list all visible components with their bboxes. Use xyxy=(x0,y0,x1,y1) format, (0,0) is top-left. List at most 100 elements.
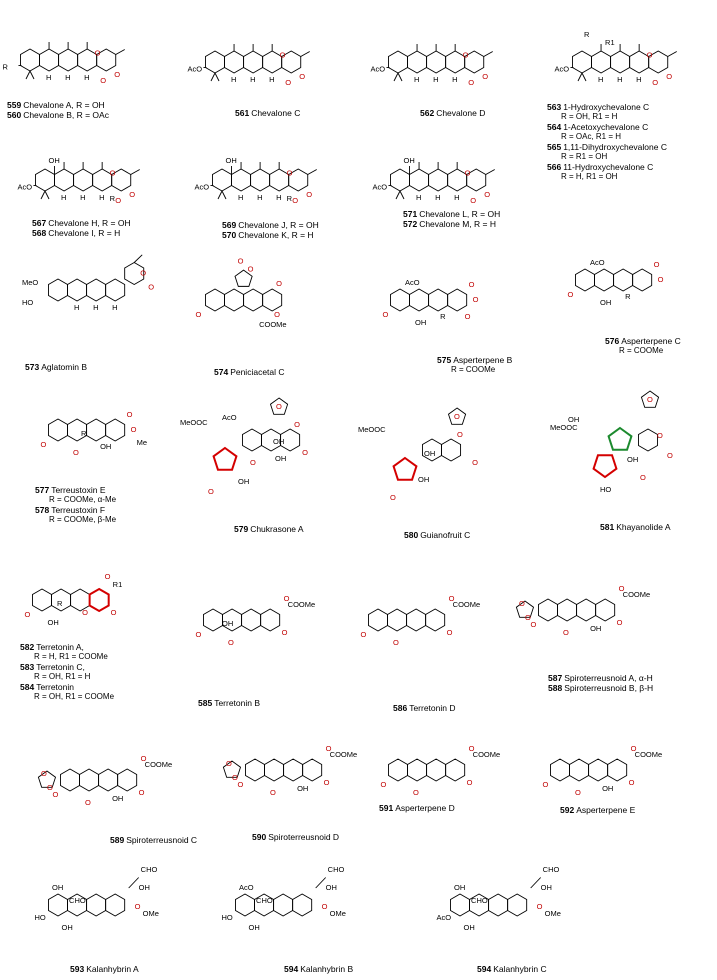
atom-label: HO xyxy=(22,298,33,307)
atom-label: O xyxy=(666,72,672,81)
atom-label: OH xyxy=(139,883,150,892)
compound-name: Chevalone I, R = H xyxy=(48,228,121,238)
compound-number: 569 xyxy=(222,220,237,230)
ring-bond xyxy=(280,428,301,452)
atom-label: H xyxy=(414,75,419,84)
ring-bond xyxy=(86,278,107,302)
compound-name: Aglatomin B xyxy=(41,362,88,372)
compound-caption: R = COOMe xyxy=(619,346,663,356)
atom-label: O xyxy=(463,51,469,60)
ring-bond xyxy=(302,758,323,782)
compound-name: 1-Acetoxychevalone C xyxy=(563,122,649,132)
atom-label: H xyxy=(416,193,421,202)
ring-bond xyxy=(407,758,428,782)
atom-label: O xyxy=(195,310,201,319)
atom-label: O xyxy=(519,599,525,608)
ring-bond xyxy=(48,278,68,302)
atom-label: O xyxy=(52,790,58,799)
atom-label: OH xyxy=(100,442,111,451)
atom-label: COOMe xyxy=(473,750,501,759)
atom-label: O xyxy=(563,628,569,637)
atom-label: O xyxy=(482,72,488,81)
compound-number: 560 xyxy=(7,110,22,120)
atom-label: O xyxy=(525,613,531,622)
atom-label: H xyxy=(454,193,459,202)
atom-label: HO xyxy=(600,485,611,494)
atom-label: O xyxy=(250,458,256,467)
atom-label: O xyxy=(468,78,474,87)
atom-label: AcO xyxy=(187,65,202,74)
ring-bond xyxy=(224,50,245,74)
atom-label: OH xyxy=(226,156,237,165)
ring-bond xyxy=(428,288,449,312)
atom-label: OH xyxy=(568,415,579,424)
compound-number: 591 xyxy=(379,803,394,813)
atom-label: O xyxy=(282,628,288,637)
compound-name: R = R1 = OH xyxy=(561,152,608,161)
atom-label: H xyxy=(112,303,117,312)
compound-caption: R = H, R1 = OH xyxy=(561,172,617,182)
compound-name: R = COOMe xyxy=(451,365,496,374)
atom-label: OH xyxy=(297,784,308,793)
compound-number: 565 xyxy=(547,142,562,152)
atom-label: MeOOC xyxy=(550,423,578,432)
atom-label: O xyxy=(237,780,243,789)
compound-number: 579 xyxy=(234,524,249,534)
ring-bond xyxy=(588,758,609,782)
atom-label: OMe xyxy=(330,909,346,918)
compound-name: Spiroterreusnoid B, β-H xyxy=(564,683,654,693)
compound-name: R = OH, R1 = H xyxy=(34,672,91,681)
compound-number: 562 xyxy=(420,108,435,118)
ring-bond xyxy=(105,278,126,302)
ring-bond xyxy=(283,758,304,782)
ring-bond xyxy=(447,288,468,312)
atom-label: O xyxy=(537,902,543,911)
atom-label: R xyxy=(440,312,446,321)
ring-bond xyxy=(234,269,253,287)
atom-label: COOMe xyxy=(259,320,287,329)
compound-name: Spiroterreusnoid D xyxy=(268,832,340,842)
compound-name: Khayanolide A xyxy=(616,522,671,532)
atom-label: O xyxy=(114,70,120,79)
atom-label: H xyxy=(65,73,70,82)
atom-label: AcO xyxy=(222,413,237,422)
atom-label: AcO xyxy=(194,183,209,192)
ring-bond xyxy=(488,893,509,917)
ring-bond xyxy=(613,268,634,292)
compound-name: R = COOMe xyxy=(619,346,664,355)
atom-label: O xyxy=(382,310,388,319)
ring-bond xyxy=(569,758,590,782)
ring-bond xyxy=(222,760,242,778)
compound-caption: R = H, R1 = COOMe xyxy=(34,652,108,662)
compound-number: 581 xyxy=(600,522,615,532)
ring-bond xyxy=(450,893,470,917)
ring-bond xyxy=(594,268,615,292)
compound-number: 577 xyxy=(35,485,50,495)
compound-name: Terretonin xyxy=(36,682,74,692)
atom-label: O xyxy=(324,778,330,787)
atom-label: H xyxy=(238,193,243,202)
ring-bond xyxy=(441,438,462,462)
ring-bond xyxy=(243,50,264,74)
ring-bond xyxy=(260,608,281,632)
ring-bond xyxy=(591,50,612,74)
atom-label: OH xyxy=(600,298,611,307)
atom-label: OH xyxy=(62,923,73,932)
atom-label: O xyxy=(110,169,116,178)
ring-bond xyxy=(48,893,68,917)
atom-label: O xyxy=(228,638,234,647)
atom-label: R xyxy=(584,30,590,39)
